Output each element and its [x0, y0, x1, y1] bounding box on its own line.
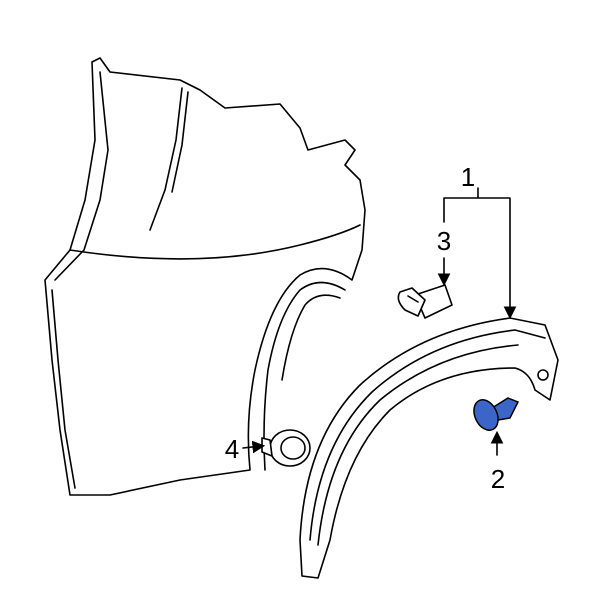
part-3-clip — [397, 284, 453, 319]
callout-4-number: 4 — [225, 434, 239, 464]
callout-3: 3 — [437, 226, 451, 287]
callout-2-number: 2 — [491, 464, 505, 494]
callout-4-leader — [242, 440, 266, 454]
wheel-arch-moulding — [299, 317, 559, 579]
part-2-fastener — [473, 397, 520, 431]
quarter-panel — [44, 57, 366, 496]
callout-1-leader — [443, 187, 510, 316]
callout-1: 1 — [443, 162, 510, 316]
callout-4: 4 — [225, 434, 266, 464]
callout-3-number: 3 — [437, 226, 451, 256]
callout-2: 2 — [490, 430, 505, 494]
callout-1-number: 1 — [461, 162, 475, 192]
part-4-push-pin — [261, 429, 311, 467]
